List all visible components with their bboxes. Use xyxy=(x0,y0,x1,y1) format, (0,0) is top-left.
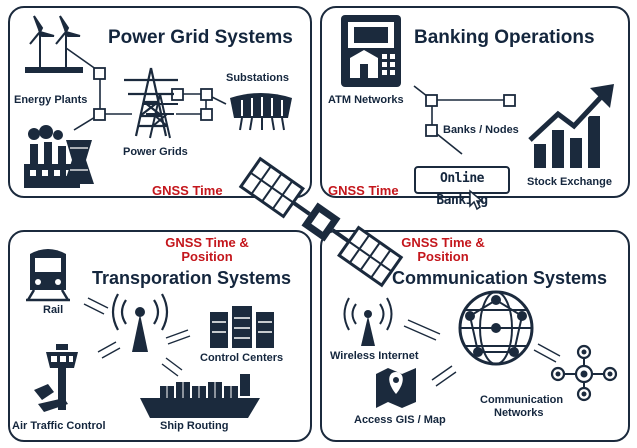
stock-chart-icon xyxy=(526,84,614,168)
gnss-position-left-line1: GNSS Time & xyxy=(165,235,249,250)
node-square xyxy=(200,88,213,101)
gnss-position-left-label: GNSS Time & Position xyxy=(162,236,252,264)
communication-title: Communication Systems xyxy=(392,268,608,288)
transmission-tower-icon xyxy=(124,67,178,137)
antenna-icon xyxy=(111,293,169,352)
gnss-time-left-label: GNSS Time xyxy=(152,183,223,198)
gnss-time-right-label: GNSS Time xyxy=(328,183,399,198)
atm-icon xyxy=(341,15,401,87)
access-gis-label: Access GIS / Map xyxy=(354,414,446,426)
node-square xyxy=(93,108,106,121)
control-center-icon xyxy=(210,306,274,348)
control-tower-icon xyxy=(34,344,78,412)
cursor-icon xyxy=(469,189,485,211)
substations-label: Substations xyxy=(226,72,289,84)
cooling-tower-icon xyxy=(64,140,94,184)
train-icon xyxy=(26,249,70,302)
node-square xyxy=(200,108,213,121)
online-banking-button[interactable]: Online Banking xyxy=(414,166,510,208)
wind-turbine-icon xyxy=(25,15,83,73)
gnss-position-right-line1: GNSS Time & xyxy=(401,235,485,250)
control-centers-label: Control Centers xyxy=(200,352,284,364)
cargo-ship-icon xyxy=(140,374,260,418)
node-square xyxy=(425,124,438,137)
power-grids-label: Power Grids xyxy=(123,146,188,158)
map-pin-icon xyxy=(376,368,416,408)
stock-exchange-label: Stock Exchange xyxy=(527,176,612,188)
gnss-position-left-line2: Position xyxy=(181,249,233,264)
rail-label: Rail xyxy=(43,304,64,316)
power-grid-title: Power Grid Systems xyxy=(108,27,293,48)
energy-plants-label: Energy Plants xyxy=(14,94,88,106)
banks-nodes-label: Banks / Nodes xyxy=(443,124,519,136)
atm-networks-label: ATM Networks xyxy=(328,94,404,106)
node-square xyxy=(425,94,438,107)
communication-networks-label-1: Communication xyxy=(480,394,564,406)
node-square xyxy=(503,94,516,107)
ship-routing-label: Ship Routing xyxy=(160,420,229,432)
banking-title: Banking Operations xyxy=(414,27,595,48)
network-nodes-icon xyxy=(550,344,618,402)
gnss-position-right-line2: Position xyxy=(417,249,469,264)
communication-networks-label-2: Networks xyxy=(494,407,544,419)
globe-network-icon xyxy=(458,290,534,366)
gnss-position-right-label: GNSS Time & Position xyxy=(398,236,488,264)
transmission-tower-icon xyxy=(142,93,178,139)
satellite-icon xyxy=(238,156,404,288)
wireless-internet-label: Wireless Internet xyxy=(330,350,419,362)
air-traffic-label: Air Traffic Control xyxy=(12,420,106,432)
transportation-title: Transporation Systems xyxy=(92,268,292,288)
node-square xyxy=(93,67,106,80)
antenna-icon xyxy=(343,297,393,346)
substation-icon xyxy=(230,93,292,131)
